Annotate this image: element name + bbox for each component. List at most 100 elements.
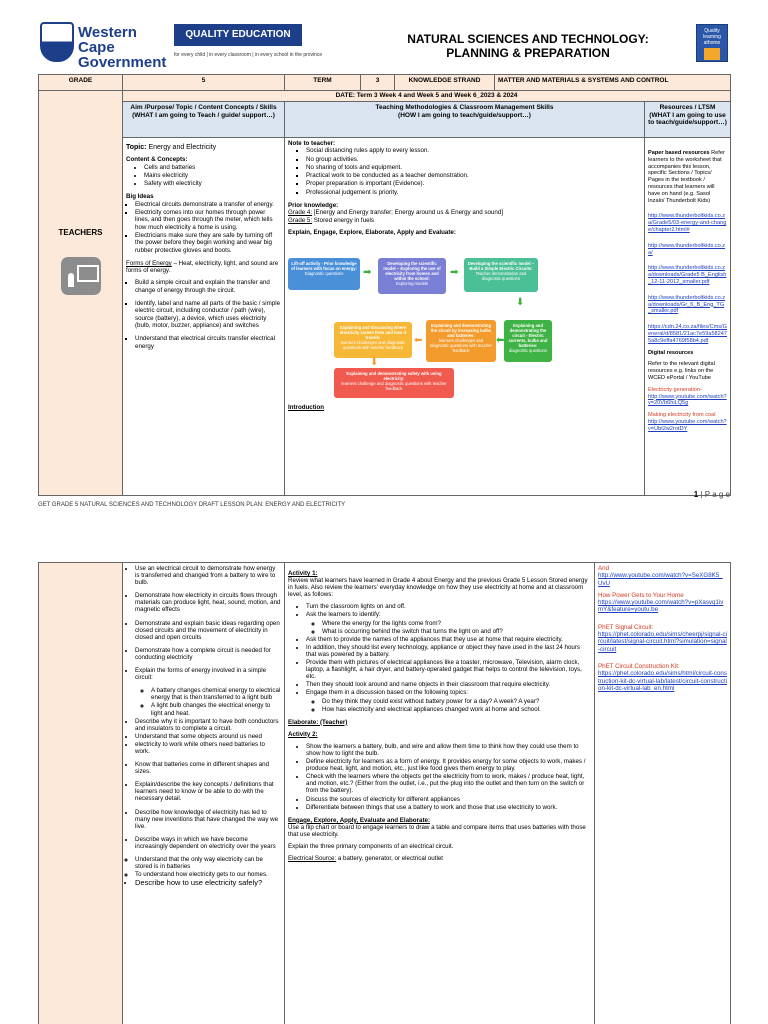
aim-item: Describe why it is important to have bot… — [135, 718, 281, 732]
resource-link[interactable]: https://cdn.24.co.za/files/Cms/General/d… — [648, 324, 728, 344]
teachers-cell: TEACHERS — [38, 90, 123, 496]
activity2-item: Show the learners a battery, bulb, and w… — [306, 743, 591, 757]
engage-label: Engage, Explore, Apply, Evaluate and Ela… — [288, 816, 431, 824]
activity1-item: Engage them in a discussion based on the… — [306, 689, 591, 696]
activity2-item: Check with the learners where the object… — [306, 773, 591, 794]
aim-items-list: Build a simple circuit and explain the t… — [135, 279, 281, 349]
concept-item: Cells and batteries — [144, 164, 281, 171]
strand-value: MATTER AND MATERIALS & SYSTEMS AND CONTR… — [493, 74, 732, 91]
crest-icon — [40, 22, 74, 62]
generation-label: Electricity generation- — [648, 386, 702, 393]
flow-step: Explaining and demonstrating the circuit… — [426, 320, 496, 363]
footer-text: GET GRADE 5 NATURAL SCIENCES AND TECHNOL… — [38, 502, 346, 508]
activity1-item: Ask them to provide the names of the app… — [306, 636, 591, 643]
aim-item: Understand that some objects around us n… — [135, 733, 281, 740]
concept-item: Safety with electricity — [144, 180, 281, 187]
note-item: Proper preparation is important (Evidenc… — [306, 180, 641, 187]
quality-education-banner: QUALITY EDUCATION — [174, 24, 302, 46]
engage-text: Use a flip chart or board to engage lear… — [288, 823, 586, 838]
lesson-plan-table-continued: Use an electrical circuit to demonstrate… — [38, 562, 731, 1024]
youtube-link[interactable]: http://www.youtube.com/watch?v=SeXG8K5_U… — [598, 572, 723, 587]
elaborate-label: Elaborate: (Teacher) — [288, 718, 348, 726]
activity1-sub-item: Where the energy for the lights come fro… — [322, 620, 591, 627]
coal-link[interactable]: http://www.youtube.com/watch?v=Ubt2w2rot… — [648, 418, 727, 432]
quality-learning-logo: Quality learning athome — [696, 24, 728, 62]
generation-link[interactable]: http://www.youtube.com/watch?v=20Vb6hiLQ… — [648, 393, 727, 407]
activity2-list: Show the learners a battery, bulb, and w… — [306, 743, 591, 811]
term-label: TERM — [284, 74, 361, 91]
aim-item: Build a simple circuit and explain the t… — [135, 279, 281, 294]
org-line1: Western Cape — [78, 24, 137, 56]
phet-signal-label: PhET Signal Circuit: — [598, 623, 654, 631]
quality-education-subtitle: for every child | in every classroom | i… — [174, 52, 323, 58]
big-idea-item: Electricians make sure they are safe by … — [135, 232, 281, 254]
page-title: NATURAL SCIENCES AND TECHNOLOGY:PLANNING… — [407, 32, 649, 60]
concept-item: Mains electricity — [144, 172, 281, 179]
resources-cell: Paper based resources Refer learners to … — [643, 137, 732, 496]
aim-item: Identify, label and name all parts of th… — [135, 300, 281, 329]
resource-links: http://www.thunderboltkids.co.za/Grade5/… — [648, 204, 727, 344]
aim-header: Aim /Purpose/ Topic / Content Concepts /… — [122, 101, 285, 138]
aim-item: Know that batteries come in different sh… — [135, 761, 281, 775]
lesson-plan-table: GRADE 5 TERM 3 KNOWLEDGE STRAND MATTER A… — [38, 74, 732, 496]
topic-value: Energy and Electricity — [148, 144, 217, 151]
power-link[interactable]: https://www.youtube.com/watch?v=pXasvq1i… — [598, 599, 724, 614]
flow-arrow-icon: ➡ — [363, 267, 372, 279]
grade-label: GRADE — [38, 74, 123, 91]
aim-item: Explain/describe the key concepts / defi… — [135, 781, 281, 802]
explain-label: Explain, Engage, Explore, Elaborate, App… — [288, 228, 456, 236]
aim-item: Understand that the only way electricity… — [135, 856, 281, 870]
electrical-source: Electrical Source: a battery, generator,… — [288, 855, 444, 863]
resources-header: Resources / LTSM(WHAT I am going to use … — [643, 101, 732, 138]
flow-arrow-icon: ➡ — [450, 267, 459, 279]
activity2-label: Activity 2: — [288, 730, 318, 738]
flow-step: Developing the scientific model – Explor… — [378, 258, 446, 295]
aim-item: Describe how to use electricity safely? — [135, 879, 281, 888]
activity1-item: Then they should look around and name ob… — [306, 681, 591, 688]
term-value: 3 — [360, 74, 395, 91]
paper-resources: Paper based resources Refer learners to … — [648, 150, 725, 204]
aim-cell: Topic: Energy and Electricity Content & … — [122, 137, 285, 496]
power-label: How Power Gets to Your Home — [598, 591, 684, 599]
big-idea-item: Electricity comes into our homes through… — [135, 209, 281, 231]
resources-cell-continued: And http://www.youtube.com/watch?v=SeXG8… — [594, 562, 731, 1024]
aim-item: Demonstrate and explain basic ideas rega… — [135, 620, 281, 641]
page-2: Use an electrical circuit to demonstrate… — [0, 512, 768, 1024]
aim-item: Explain the forms of energy involved in … — [135, 667, 281, 681]
method-cell-continued: Activity 1: Review what learners have le… — [284, 562, 595, 1024]
activity1-item: Turn the classroom lights on and off. — [306, 603, 591, 610]
activity1-sub-item: How has electricity and electrical appli… — [322, 706, 591, 713]
prior-grade5: Grade 5: Stored energy in fuels — [288, 216, 374, 224]
big-ideas-label: Big Ideas — [126, 193, 154, 201]
resource-link[interactable]: http://www.thunderboltkids.co.za/downloa… — [648, 265, 727, 285]
phet-kit-link[interactable]: https://phet.colorado.edu/sims/html/circ… — [598, 670, 727, 692]
introduction-label: Introduction — [288, 404, 325, 412]
activity1-item: Ask the learners to identify: — [306, 611, 591, 618]
explain-text: Explain the three primary components of … — [288, 843, 454, 850]
resource-link[interactable]: http://www.thunderboltkids.co.za/ — [648, 242, 726, 256]
aim-item: Demonstrate how electricity in circuits … — [135, 592, 281, 613]
aim-item: electricity to work while others need ba… — [135, 741, 281, 755]
aim-cell-continued: Use an electrical circuit to demonstrate… — [122, 562, 285, 1024]
note-item: No group activities. — [306, 156, 641, 163]
big-idea-item: Electrical circuits demonstrate a transf… — [135, 201, 281, 208]
aim-item: Demonstrate how a complete circuit is ne… — [135, 647, 281, 661]
activity1-text: Review what learners have learned in Gra… — [288, 577, 588, 599]
note-label: Note to teacher: — [288, 140, 336, 147]
activity1-sub-item: Do they think they could exist without b… — [322, 698, 591, 705]
flow-step: Lift-off activity - Prior knowledge of l… — [288, 258, 360, 291]
page-number: 1 | P a g e — [693, 490, 730, 499]
flow-step: Explaining and demonstrating the circuit… — [504, 320, 552, 363]
resource-link[interactable]: http://www.thunderboltkids.co.za/downloa… — [648, 294, 726, 315]
teachers-label: TEACHERS — [58, 228, 103, 237]
phet-signal-link[interactable]: https://phet.colorado.edu/sims/cheerpj/s… — [598, 631, 727, 653]
concepts-list: Cells and batteriesMains electricitySafe… — [144, 164, 281, 188]
strand-label: KNOWLEDGE STRAND — [394, 74, 495, 91]
activity1-item: Provide them with pictures of electrical… — [306, 659, 591, 680]
resource-link[interactable]: http://www.thunderboltkids.co.za/Grade5/… — [648, 213, 727, 233]
concepts-label: Content & Concepts: — [126, 156, 188, 164]
org-line2: Government — [78, 54, 167, 71]
note-item: Practical work to be conducted as a teac… — [306, 172, 641, 179]
